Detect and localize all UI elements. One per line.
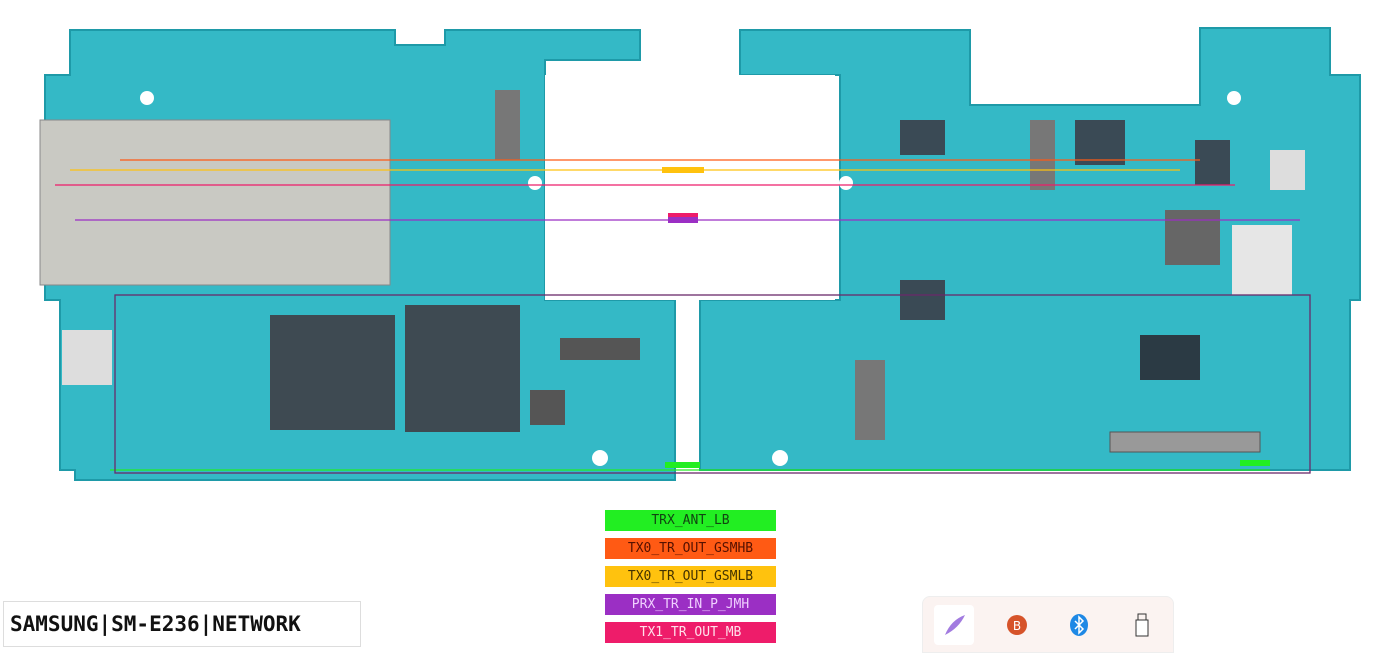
legend-item: PRX_TR_IN_P_JMH [605,594,776,615]
legend-item: TX0_TR_OUT_GSMLB [605,566,776,587]
legend-item: TX1_TR_OUT_MB [605,622,776,643]
pcb-board-diagram [39,27,1361,481]
svg-text:B: B [1013,619,1021,633]
bluetooth-icon[interactable] [1059,605,1099,645]
diagram-title: SAMSUNG|SM-E236|NETWORK [3,601,361,647]
pen-icon[interactable] [934,604,975,645]
legend-item: TRX_ANT_LB [605,510,776,531]
usb-drive-icon[interactable] [1122,605,1162,645]
app-icon[interactable]: B [997,605,1037,645]
system-tray: B [922,596,1174,653]
legend-item: TX0_TR_OUT_GSMHB [605,538,776,559]
